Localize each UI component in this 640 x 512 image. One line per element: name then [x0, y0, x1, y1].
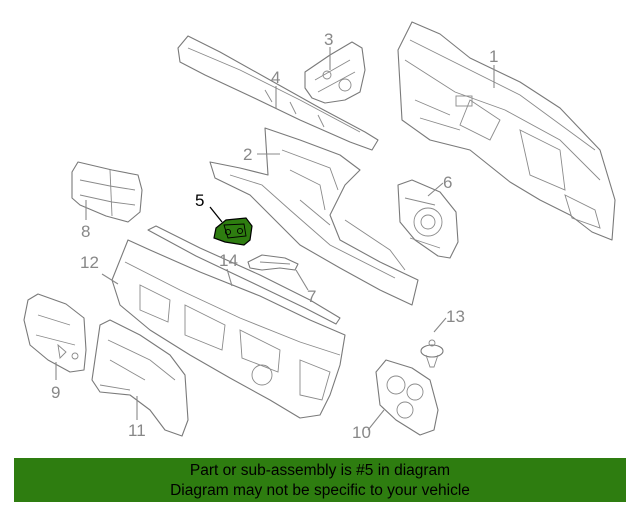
callout-12: 12	[80, 253, 99, 272]
part-2-firewall	[209, 127, 419, 306]
info-banner: Part or sub-assembly is #5 in diagram Di…	[14, 458, 626, 502]
callout-2: 2	[243, 145, 252, 164]
part-3-bracket	[304, 41, 366, 104]
part-11-bracket	[91, 319, 189, 437]
banner-line-2: Diagram may not be specific to your vehi…	[170, 482, 470, 499]
part-10-insulator	[375, 359, 439, 436]
callout-5: 5	[195, 191, 204, 210]
leader-lines	[55, 47, 495, 431]
callout-4: 4	[271, 68, 280, 87]
part-13-clip	[420, 339, 444, 368]
part-12-lower-cowl	[111, 239, 346, 419]
part-14-seal	[147, 225, 341, 325]
callout-9: 9	[51, 383, 60, 402]
callout-10: 10	[352, 423, 371, 442]
part-8-bracket	[71, 161, 143, 223]
callout-7: 7	[307, 287, 316, 306]
callout-8: 8	[81, 222, 90, 241]
callout-6: 6	[443, 173, 452, 192]
part-4-upper-cowl	[177, 35, 379, 151]
part-9-insulator	[23, 293, 87, 373]
callout-3: 3	[324, 30, 333, 49]
part-5-highlighted	[213, 217, 253, 246]
banner-line-1: Part or sub-assembly is #5 in diagram	[189, 462, 451, 479]
part-1-dash-panel	[397, 21, 616, 241]
part-6-side-panel	[397, 179, 459, 259]
part-7-bracket	[247, 254, 299, 271]
parts-diagram: 1 2 3 4 5 6 7 8 9 10 11 12 13 14	[23, 21, 616, 442]
callout-13: 13	[446, 307, 465, 326]
callout-labels: 1 2 3 4 5 6 7 8 9 10 11 12 13 14	[51, 30, 498, 442]
callout-11: 11	[128, 421, 146, 440]
callout-14: 14	[219, 251, 238, 270]
callout-1: 1	[489, 47, 498, 66]
